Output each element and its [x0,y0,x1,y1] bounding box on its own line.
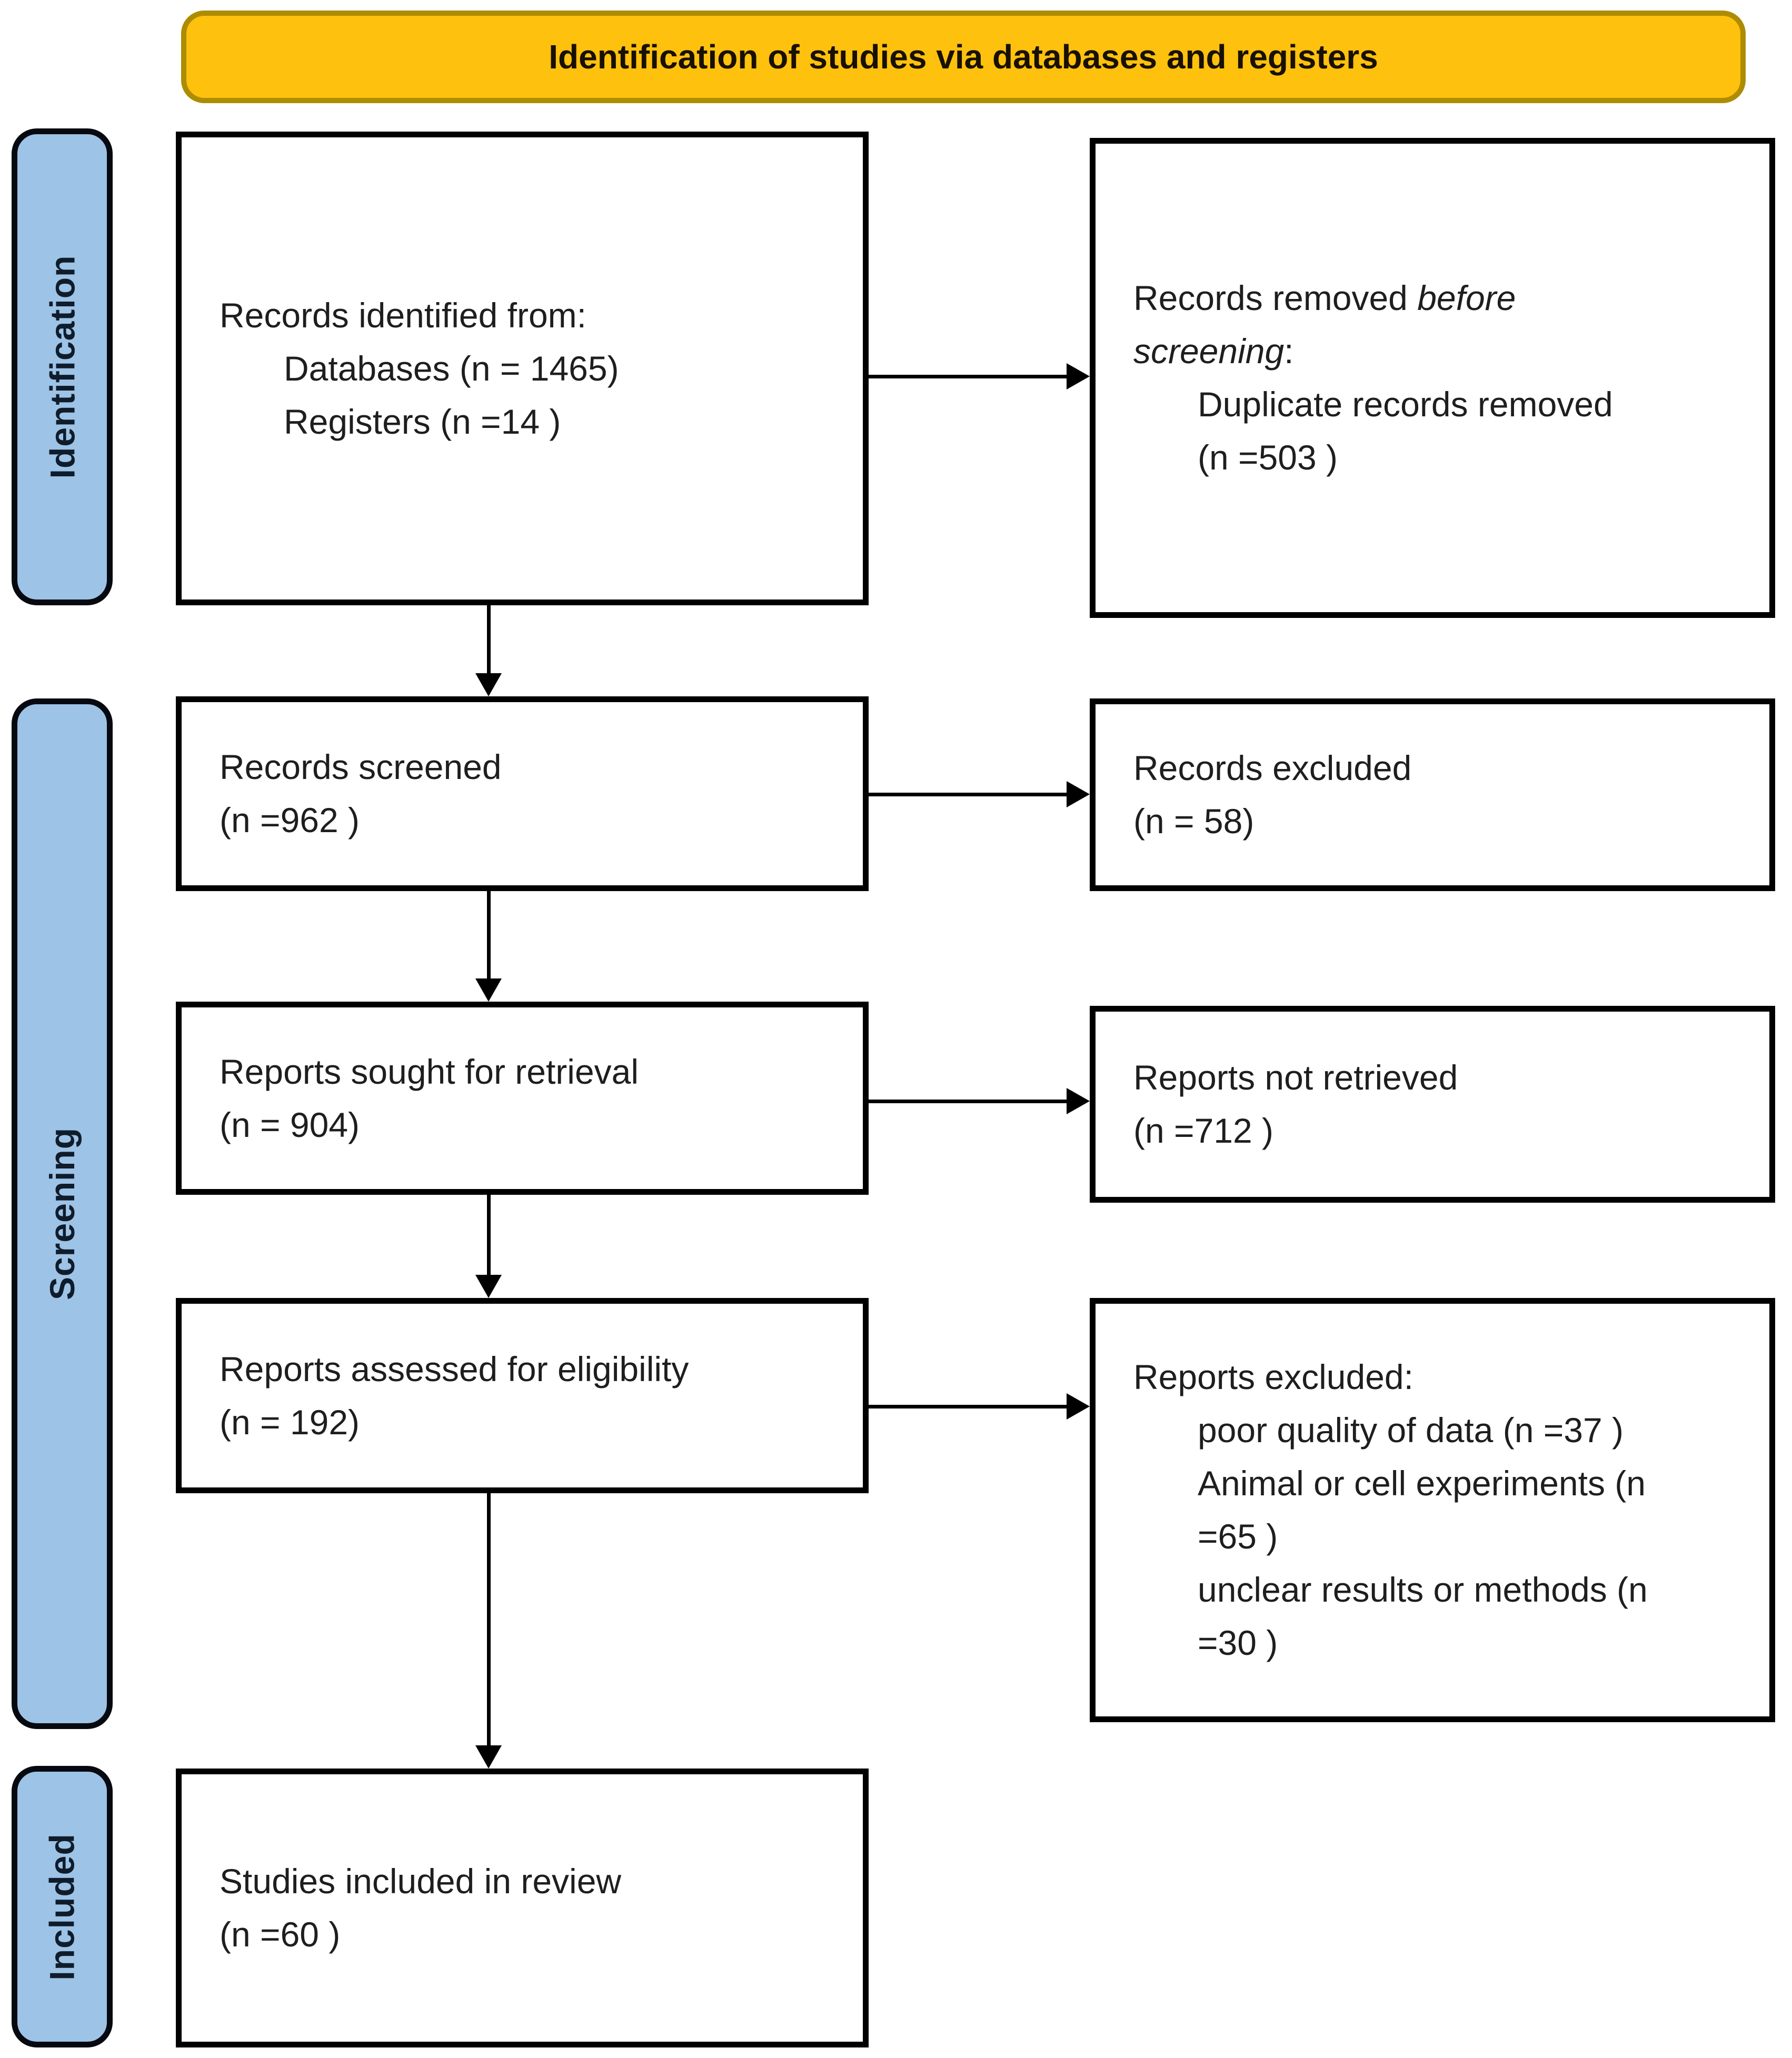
box-text-line: (n =712 ) [1133,1111,1273,1150]
box-text-line: Reports excluded: [1133,1357,1413,1396]
stage-bar-screening: Screening [12,698,113,1729]
box-reports-sought-for-retrieval: Reports sought for retrieval (n = 904) [176,1002,869,1195]
title-banner-label: Identification of studies via databases … [549,38,1378,76]
box-text-line: screening: [1133,325,1746,378]
box-text-line: (n =503 ) [1198,438,1338,477]
box-text-line: Reports assessed for eligibility [220,1349,689,1388]
arrow-shaft [486,603,491,673]
arrow-shaft [486,1195,491,1275]
box-text-segment: Records removed [1133,278,1418,317]
stage-label-screening: Screening [43,1127,82,1301]
arrow-right-head [1067,1393,1090,1420]
stage-bar-included: Included [12,1766,113,2047]
box-text-line: (n = 58) [1133,802,1255,841]
stage-label-identification: Identification [43,255,82,479]
box-text-line: Registers (n =14 ) [284,402,561,441]
box-text-segment-italic: screening [1133,332,1285,371]
stage-bar-identification: Identification [12,128,113,605]
box-text-line: unclear results or methods (n [1198,1570,1648,1609]
box-text-line: Records screened [220,747,502,786]
stage-label-included: Included [43,1833,82,1981]
arrow-sought-to-not-retrieved [869,1088,1090,1114]
box-text-line: Animal or cell experiments (n [1198,1464,1646,1503]
arrow-down-head [475,1745,502,1769]
box-text-line: (n = 904) [220,1105,360,1144]
box-records-removed-before-screening: Records removed before screening: Duplic… [1090,138,1775,618]
box-reports-not-retrieved: Reports not retrieved (n =712 ) [1090,1006,1775,1203]
box-records-identified: Records identified from: Databases (n = … [176,132,869,605]
arrow-right-head [1067,363,1090,389]
box-records-screened: Records screened (n =962 ) [176,696,869,891]
arrow-shaft [869,374,1067,378]
box-text-line: =65 ) [1198,1517,1278,1556]
box-text-segment: : [1284,332,1294,371]
box-text-line: =30 ) [1198,1623,1278,1662]
box-text-line: Studies included in review [220,1862,622,1901]
box-text-line: Records excluded [1133,748,1412,787]
arrow-screened-to-sought [475,891,502,1002]
box-text-line: poor quality of data (n =37 ) [1198,1411,1624,1450]
box-reports-assessed-for-eligibility: Reports assessed for eligibility (n = 19… [176,1298,869,1493]
arrow-right-head [1067,1088,1090,1114]
arrow-identified-to-screened [475,603,502,696]
box-text-line: Reports sought for retrieval [220,1052,639,1091]
arrow-assessed-to-included [475,1493,502,1769]
box-text-line: Records identified from: [220,295,586,335]
arrow-assessed-to-excluded [869,1393,1090,1420]
box-records-excluded: Records excluded (n = 58) [1090,698,1775,891]
arrow-identified-to-removed [869,363,1090,389]
arrow-shaft [486,891,491,978]
title-banner: Identification of studies via databases … [181,11,1746,103]
arrow-shaft [486,1493,491,1745]
arrow-right-head [1067,781,1090,807]
box-text-line: Records removed before [1133,272,1746,325]
box-text-line: (n =60 ) [220,1915,341,1954]
arrow-down-head [475,1275,502,1298]
arrow-sought-to-assessed [475,1195,502,1298]
box-text-line: Databases (n = 1465) [284,348,619,388]
box-text-line: (n =962 ) [220,801,360,840]
arrow-shaft [869,792,1067,796]
box-reports-excluded-reasons: Reports excluded: poor quality of data (… [1090,1298,1775,1722]
box-text-segment-italic: before [1417,278,1516,317]
arrow-shaft [869,1404,1067,1408]
arrow-screened-to-excluded [869,781,1090,807]
arrow-down-head [475,978,502,1002]
arrow-down-head [475,673,502,696]
box-text-line: Duplicate records removed [1198,385,1613,424]
box-text-line: (n = 192) [220,1402,360,1442]
box-studies-included-in-review: Studies included in review (n =60 ) [176,1769,869,2047]
box-text-line: Reports not retrieved [1133,1058,1458,1097]
arrow-shaft [869,1099,1067,1103]
